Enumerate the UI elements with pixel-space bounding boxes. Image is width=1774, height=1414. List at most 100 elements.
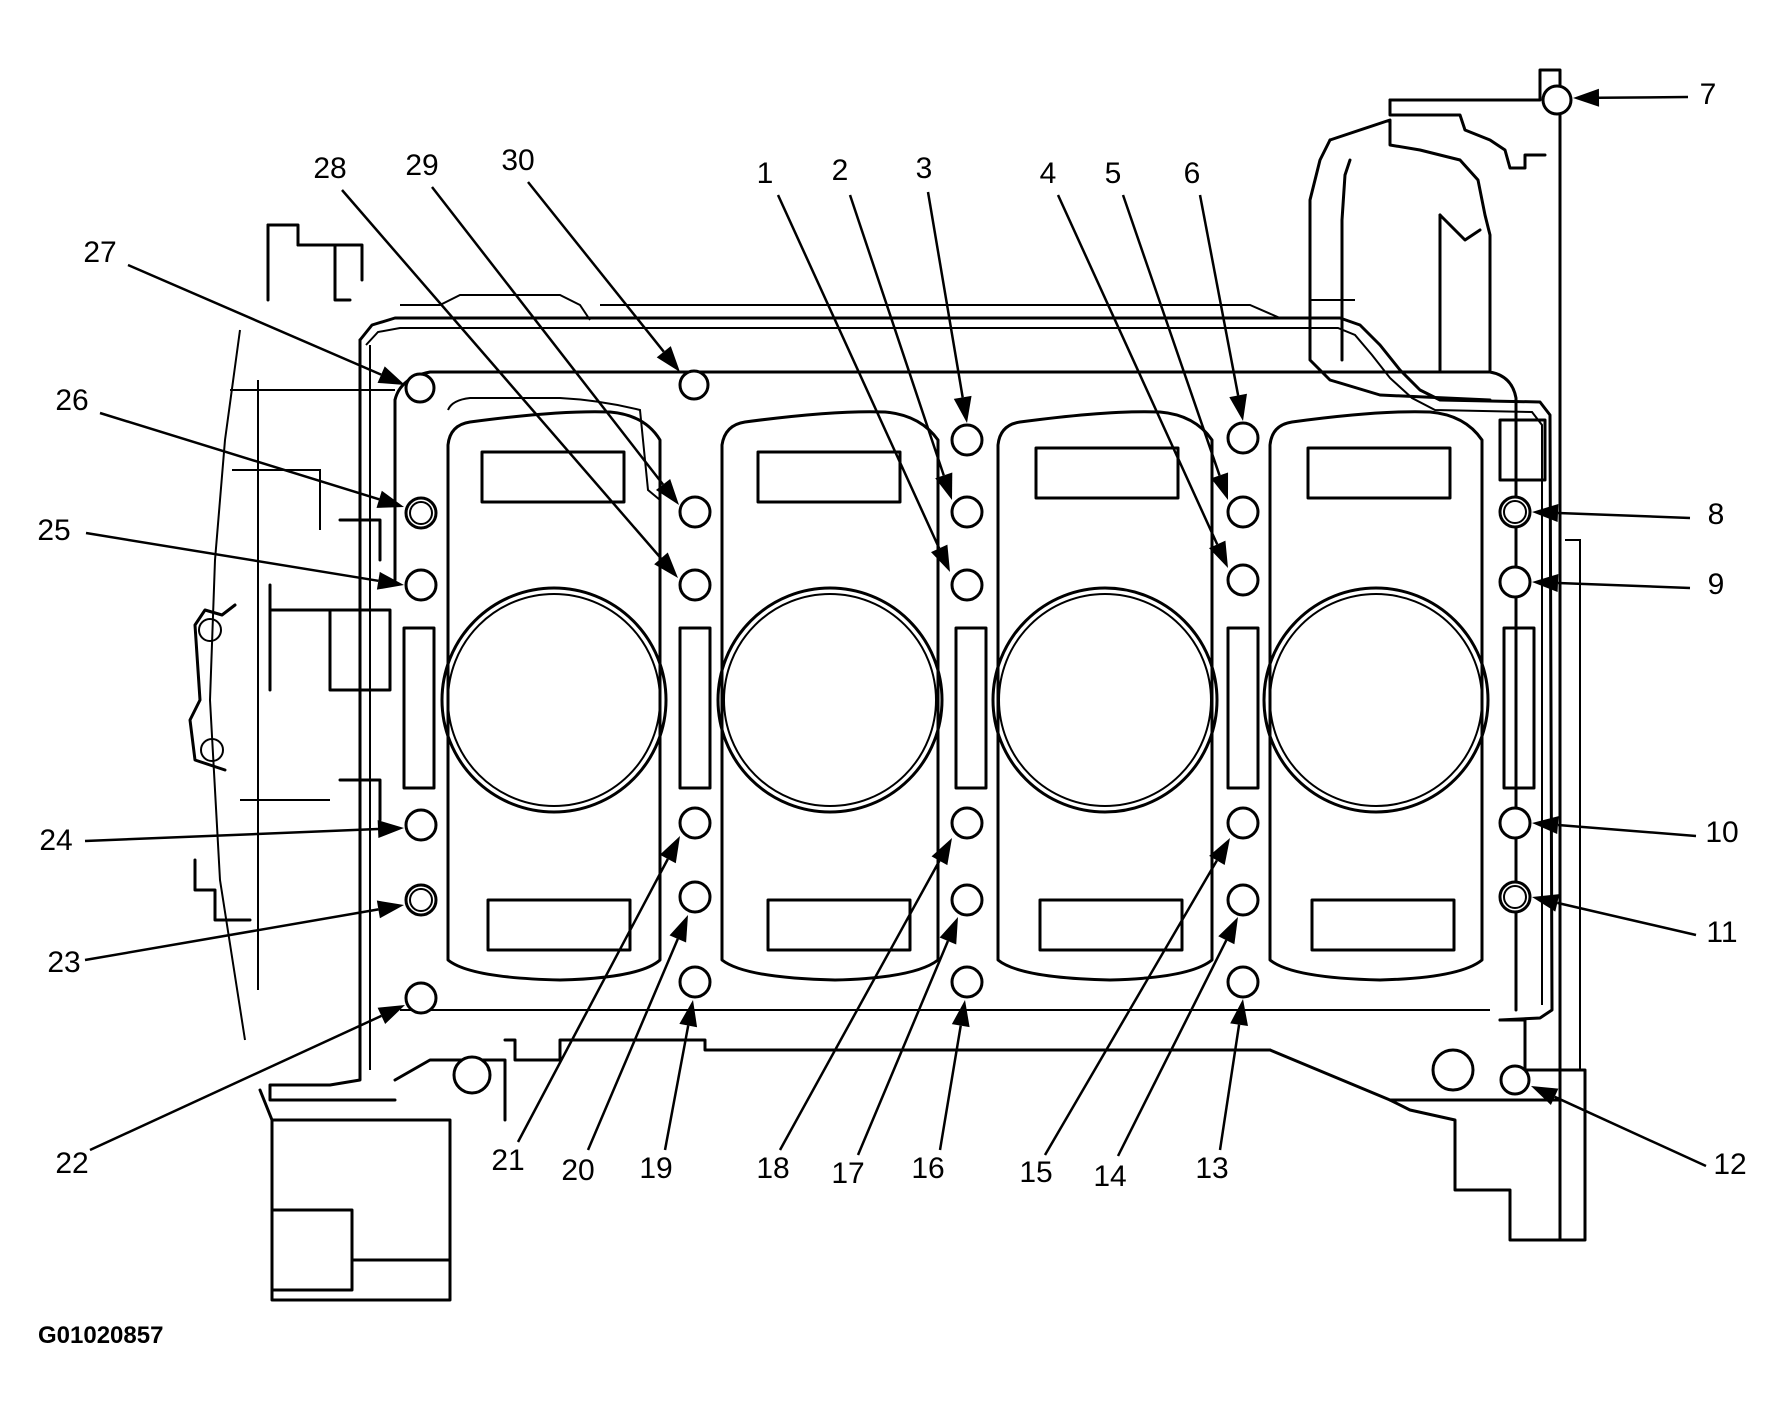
bolt-hole-14 [1226,883,1260,917]
leader-line-22 [89,1014,382,1152]
bolt-hole-29 [678,495,712,529]
callout-14: 14 [1093,1160,1126,1193]
lower-left-bracket [258,1055,507,1302]
bolt-hole-7 [1541,84,1573,116]
bolt-hole-27 [404,372,436,404]
leader-arrowhead-9 [1532,573,1559,592]
bolt-hole-2 [950,495,984,529]
leader-line-26 [99,411,380,501]
leader-arrowhead-5 [1211,472,1229,500]
leader-arrowhead-11 [1532,894,1560,912]
leader-line-11 [1557,901,1697,937]
cylinder-2-shell [720,410,940,982]
leader-line-6 [1198,194,1240,396]
callout-23: 23 [47,946,80,979]
leader-line-30 [527,181,665,353]
bolt-hole-17 [950,883,984,917]
leader-arrowhead-7 [1573,88,1600,107]
leader-line-7 [1598,95,1689,100]
bolt-hole-13 [1226,965,1260,999]
callout-21: 21 [491,1144,524,1177]
cylinder-4-bore [1262,586,1490,814]
leader-arrowhead-3 [953,395,972,423]
cylinder-2-bore [716,586,944,814]
bolt-hole-9 [1498,565,1532,599]
bolt-hole-21 [678,806,712,840]
callout-leaders [84,88,1707,1168]
leader-line-20 [586,938,679,1151]
callout-9: 9 [1708,568,1725,601]
bolt-hole-1 [950,568,984,602]
leader-line-27 [127,263,382,376]
left-side-components [188,223,395,1041]
callout-26: 26 [55,384,88,417]
leader-arrowhead-6 [1229,393,1247,421]
leader-arrowhead-13 [1230,999,1248,1027]
cylinder-3-bore [991,586,1219,814]
callout-24: 24 [39,824,72,857]
leader-arrowhead-27 [377,366,405,385]
cylinder-3-shell [996,410,1214,982]
bolt-hole-28 [678,568,712,602]
cylinder-4-shell [1268,410,1484,982]
bolt-hole-10 [1498,806,1532,840]
bolt-hole-4 [1226,563,1260,597]
bolt-hole-18 [950,806,984,840]
bolt-hole-15 [1226,806,1260,840]
bolt-hole-30 [678,369,710,401]
leader-arrowhead-16 [951,1000,970,1028]
leader-line-8 [1557,511,1691,520]
callout-7: 7 [1700,78,1717,111]
leader-arrowhead-22 [377,1005,405,1025]
callout-12: 12 [1713,1148,1746,1181]
cylinder-1-bore [440,586,668,814]
leader-line-18 [778,860,941,1151]
callout-29: 29 [405,149,438,182]
bolt-hole-19 [678,965,712,999]
leader-line-28 [341,189,662,560]
leader-arrowhead-19 [679,1000,698,1028]
leader-arrowhead-2 [935,472,953,500]
callout-17: 17 [831,1157,864,1190]
bolt-hole-3 [950,423,984,457]
leader-arrowhead-18 [931,838,952,866]
callout-4: 4 [1040,157,1057,190]
callout-2: 2 [832,154,849,187]
bolt-hole-24 [404,808,438,842]
leader-line-4 [1056,194,1219,545]
callout-30: 30 [501,144,534,177]
leader-line-17 [856,940,950,1156]
leader-arrowhead-8 [1532,503,1559,522]
leader-arrowhead-12 [1531,1086,1559,1105]
leader-arrowhead-1 [931,544,950,572]
leader-arrowhead-14 [1218,917,1238,945]
callout-18: 18 [756,1152,789,1185]
callout-11: 11 [1706,916,1737,949]
leader-line-10 [1557,823,1697,838]
leader-arrowhead-20 [669,915,688,943]
leader-line-19 [663,1025,690,1151]
leader-arrowhead-4 [1209,540,1228,568]
callout-6: 6 [1184,157,1201,190]
leader-line-15 [1043,859,1218,1156]
leader-arrowhead-15 [1209,838,1230,865]
leader-line-21 [516,858,669,1143]
leader-line-14 [1116,939,1228,1157]
block-deck-outline [268,294,1562,1242]
bolt-hole-12 [1499,1064,1531,1096]
leader-line-2 [848,194,945,476]
bolt-hole-6 [1226,421,1260,455]
leader-line-9 [1557,581,1691,590]
bolt-hole-20 [678,880,712,914]
callout-8: 8 [1708,498,1725,531]
cylinder-1-shell [446,410,662,982]
leader-arrowhead-29 [655,478,679,505]
bolt-hole-16 [950,965,984,999]
bolt-hole-22 [404,981,438,1015]
callout-20: 20 [561,1154,594,1187]
leader-arrowhead-23 [376,900,404,919]
bolt-hole-25 [404,568,438,602]
callout-3: 3 [916,152,933,185]
figure-id: G01020857 [38,1322,163,1349]
leader-line-5 [1121,194,1221,476]
